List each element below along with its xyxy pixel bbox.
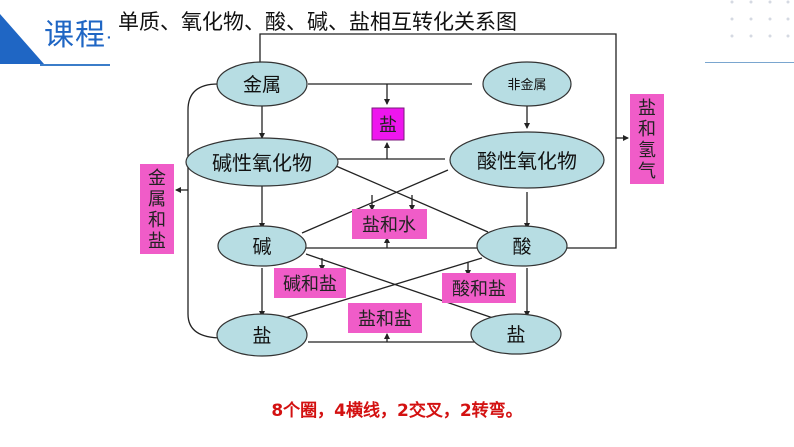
header-accent-triangle [0, 14, 44, 64]
node-salt-right: 盐 [470, 313, 562, 355]
svg-text:酸: 酸 [512, 236, 531, 258]
svg-text:盐: 盐 [252, 325, 271, 347]
product-metal-and-salt: 金 属 和 盐 [140, 164, 174, 254]
svg-text:盐和水: 盐和水 [362, 215, 416, 236]
diagram-title: 单质、氧化物、酸、碱、盐相互转化关系图 [118, 10, 517, 34]
node-metal: 金属 [216, 61, 308, 107]
cross-acidic-oxide-to-base [301, 169, 449, 234]
node-base: 碱 [217, 225, 307, 267]
product-salt-top: 盐 [371, 107, 405, 141]
svg-text:盐: 盐 [638, 98, 656, 119]
product-salt-and-water: 盐和水 [352, 209, 427, 239]
connector-metal-to-salt-loop [187, 83, 223, 339]
product-base-and-salt: 碱和盐 [274, 268, 346, 298]
header-underline [40, 64, 110, 66]
svg-text:和: 和 [148, 210, 166, 231]
product-acid-and-salt: 酸和盐 [442, 273, 516, 303]
cross-acid-to-salt-left [274, 257, 483, 322]
svg-text:盐: 盐 [506, 324, 525, 346]
cross-base-to-salt-right [305, 253, 494, 319]
node-acidic-oxide: 酸性氧化物 [449, 131, 605, 189]
svg-text:碱性氧化物: 碱性氧化物 [212, 151, 312, 175]
svg-text:属: 属 [148, 189, 166, 210]
svg-text:金: 金 [148, 168, 166, 189]
svg-text:盐和盐: 盐和盐 [358, 309, 412, 330]
svg-text:气: 气 [638, 161, 656, 182]
svg-text:盐: 盐 [379, 115, 397, 136]
svg-text:氢: 氢 [638, 140, 656, 161]
node-basic-oxide: 碱性氧化物 [185, 137, 339, 187]
svg-text:碱: 碱 [252, 236, 271, 258]
node-acid: 酸 [476, 225, 568, 267]
svg-text:金属: 金属 [243, 74, 281, 96]
decorative-rule [705, 62, 794, 63]
connector-metal-to-top-loop [259, 33, 617, 249]
svg-text:盐: 盐 [148, 231, 166, 252]
svg-text:非金属: 非金属 [507, 77, 546, 93]
svg-text:和: 和 [638, 119, 656, 140]
svg-text:酸和盐: 酸和盐 [452, 279, 506, 300]
summary-note: 8个圈，4横线，2交叉，2转弯。 [271, 401, 523, 421]
node-salt-left: 盐 [216, 313, 308, 357]
node-nonmetal: 非金属 [482, 61, 572, 107]
svg-text:酸性氧化物: 酸性氧化物 [477, 149, 577, 173]
product-salt-and-hydrogen: 盐 和 氢 气 [630, 94, 664, 184]
svg-text:碱和盐: 碱和盐 [283, 274, 337, 295]
product-salt-and-salt: 盐和盐 [348, 303, 422, 333]
decorative-dot-grid [730, 0, 790, 38]
diagram-title-backdrop [110, 0, 570, 60]
